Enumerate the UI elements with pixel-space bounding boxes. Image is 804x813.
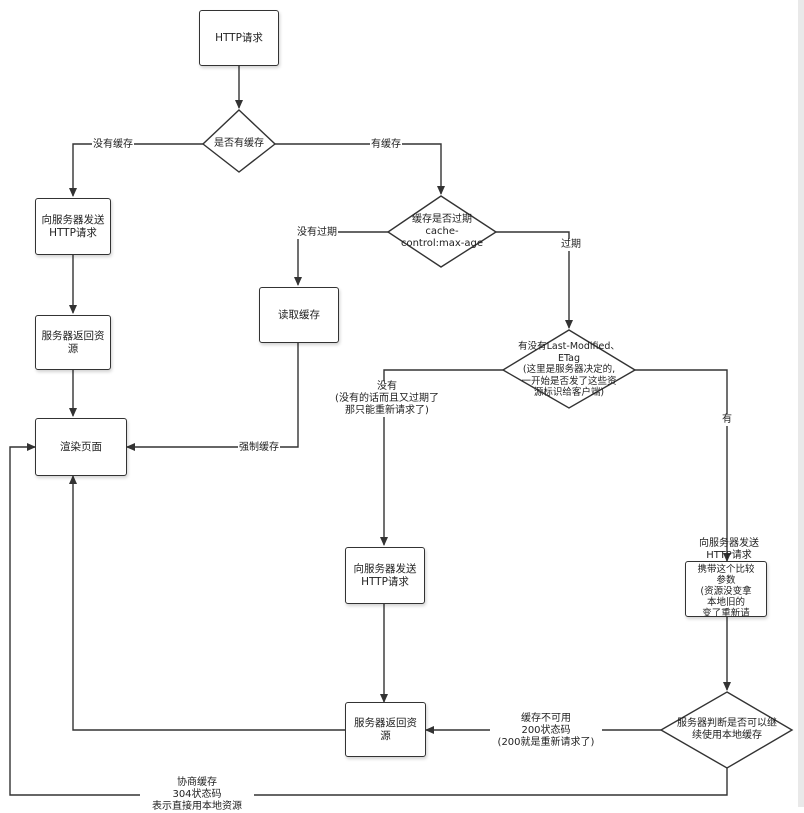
- edge-yes-tag: [635, 369, 731, 562]
- label-cache-unavailable: 缓存不可用 200状态码 (200就是重新请求了): [490, 713, 602, 749]
- edge-not-expired: [294, 231, 388, 286]
- label-not-expired: 没有过期: [296, 227, 338, 239]
- label-send-request-right: 向服务器发送 HTTP请求: [699, 538, 759, 561]
- scroll-edge: [798, 0, 804, 807]
- edge-expired: [496, 231, 573, 329]
- label-no-tag: 没有 (没有的话而且又过期了 那只能重新请求了): [330, 381, 444, 417]
- node-http-request[interactable]: HTTP请求: [199, 10, 279, 66]
- edge-no-cache: [69, 143, 203, 197]
- label-force-cache: 强制缓存: [238, 442, 280, 454]
- edge-mid-return-to-render: [69, 475, 345, 731]
- node-server-return-mid[interactable]: 服务器返回资 源: [345, 702, 426, 757]
- edge-no-tag: [380, 369, 503, 546]
- label-expired: 过期: [560, 239, 582, 251]
- edge-has-cache: [275, 143, 445, 195]
- label-yes-tag: 有: [721, 414, 733, 426]
- node-render-page[interactable]: 渲染页面: [35, 418, 127, 476]
- label-negotiate-cache: 协商缓存 304状态码 表示直接用本地资源: [140, 777, 254, 813]
- node-read-cache[interactable]: 读取缓存: [259, 287, 339, 343]
- node-send-request-left[interactable]: 向服务器发送 HTTP请求: [35, 198, 111, 255]
- last-modified-diamond: [501, 329, 637, 409]
- node-carry-params[interactable]: 携带这个比较 参数 (资源没变拿 本地旧的 变了重新请 求): [685, 561, 767, 617]
- cache-expired-diamond: [386, 195, 498, 268]
- label-has-cache: 有缓存: [370, 139, 402, 151]
- server-judge-diamond: [659, 691, 794, 769]
- label-no-cache: 没有缓存: [92, 139, 134, 151]
- node-server-return-left[interactable]: 服务器返回资 源: [35, 315, 111, 370]
- has-cache-diamond: [201, 109, 277, 173]
- edge-negotiate-cache: [9, 443, 728, 796]
- node-send-request-mid[interactable]: 向服务器发送 HTTP请求: [345, 547, 425, 604]
- edge-force-cache: [126, 343, 299, 451]
